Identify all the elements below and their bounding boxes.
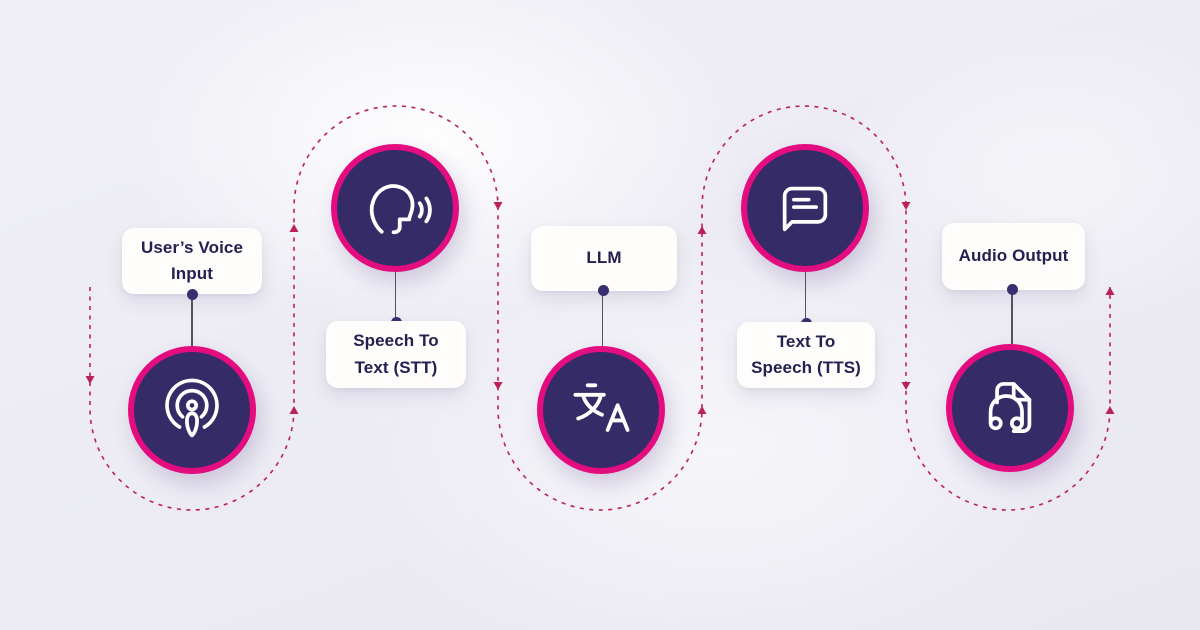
label-text-to-speech: Text To Speech (TTS) (737, 322, 875, 388)
label-line: Speech (TTS) (751, 358, 861, 377)
node-circle-speech-to-text (331, 144, 459, 272)
flow-arrowhead-up (697, 226, 707, 234)
node-circle-audio-output (946, 344, 1074, 472)
label-line: Text (STT) (354, 357, 438, 377)
flow-arrowhead-up (697, 406, 707, 414)
label-line: Text To (776, 331, 836, 351)
connector-dot (1006, 284, 1018, 295)
flow-arrowhead-up (289, 224, 299, 232)
flow-arrowhead-up (1105, 406, 1115, 414)
flow-arrowhead-down (85, 376, 95, 384)
chat-message-icon (782, 186, 828, 232)
node-circle-text-to-speech (741, 144, 869, 272)
node-circle-llm (537, 346, 665, 474)
label-line: Input (170, 264, 214, 283)
flow-dashed-path (89, 105, 1111, 511)
label-audio-output: Audio Output (942, 223, 1085, 290)
podcast-icon (165, 378, 219, 438)
connector-dot (186, 289, 198, 300)
translate-icon (573, 383, 630, 432)
label-line: LLM (586, 248, 622, 268)
label-line: Speech To (353, 331, 439, 351)
connector-line (804, 272, 806, 323)
connector-dot (597, 285, 609, 296)
label-users-voice-input: User’s Voice Input (122, 228, 262, 294)
label-llm: LLM (531, 226, 677, 291)
audio-document-icon (988, 382, 1032, 433)
flow-arrowhead-up (1105, 287, 1115, 295)
flow-arrowhead-down (493, 202, 503, 210)
flow-arrowhead-down (901, 202, 911, 210)
connector-line (1011, 290, 1013, 344)
flow-arrowhead-up (289, 406, 299, 414)
node-circle-voice-input (128, 346, 256, 474)
flow-arrowhead-down (493, 382, 503, 390)
connector-line (191, 295, 193, 346)
label-speech-to-text: Speech To Text (STT) (326, 321, 466, 388)
label-line: Audio Output (958, 246, 1069, 266)
speaking-head-icon (369, 184, 432, 235)
connector-line (394, 272, 396, 322)
connector-line (601, 293, 603, 346)
flow-arrowhead-down (901, 382, 911, 390)
flow-arrowheads (85, 202, 1115, 414)
label-line: User’s Voice (141, 237, 243, 257)
